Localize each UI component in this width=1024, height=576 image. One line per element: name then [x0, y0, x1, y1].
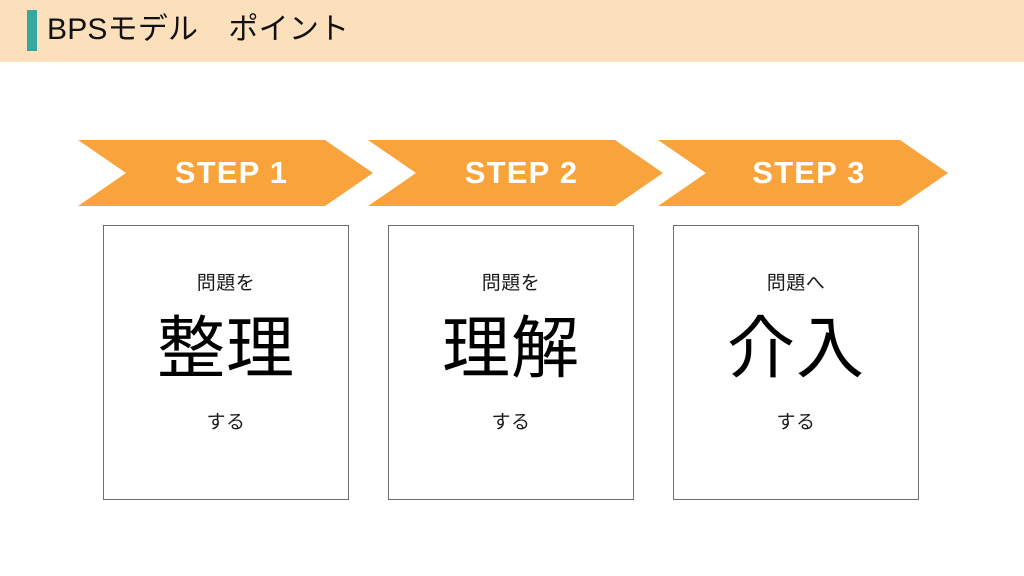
step-arrow-2[interactable]: STEP 2	[368, 140, 663, 206]
step-1-prefix-text: 問題を	[196, 273, 256, 294]
step-1-main-text: 整理	[156, 311, 295, 387]
step-3-prefix-text: 問題へ	[766, 273, 826, 294]
step-content-box-2[interactable]: 問題を 理解 する	[388, 225, 634, 500]
step-2-prefix-text: 問題を	[481, 273, 541, 294]
page-title: BPSモデル ポイント	[47, 13, 350, 46]
step-content-box-1[interactable]: 問題を 整理 する	[103, 225, 349, 500]
step-content-box-3[interactable]: 問題へ 介入 する	[673, 225, 919, 500]
header-accent-bar	[27, 10, 37, 51]
step-arrow-2-label: STEP 2	[464, 155, 579, 190]
step-arrow-1-label: STEP 1	[174, 155, 289, 190]
header-band: BPSモデル ポイント	[0, 0, 1024, 62]
step-1-suffix-text: する	[206, 412, 246, 433]
step-3-suffix-text: する	[776, 412, 816, 433]
step-arrow-3-label: STEP 3	[752, 155, 866, 190]
step-2-suffix-text: する	[491, 412, 531, 433]
step-arrow-3[interactable]: STEP 3	[658, 140, 948, 206]
step-2-main-text: 理解	[441, 311, 580, 387]
step-3-main-text: 介入	[726, 311, 865, 387]
step-arrow-1[interactable]: STEP 1	[78, 140, 373, 206]
step-arrow-row: STEP 1 STEP 2 STEP 3	[78, 140, 948, 206]
